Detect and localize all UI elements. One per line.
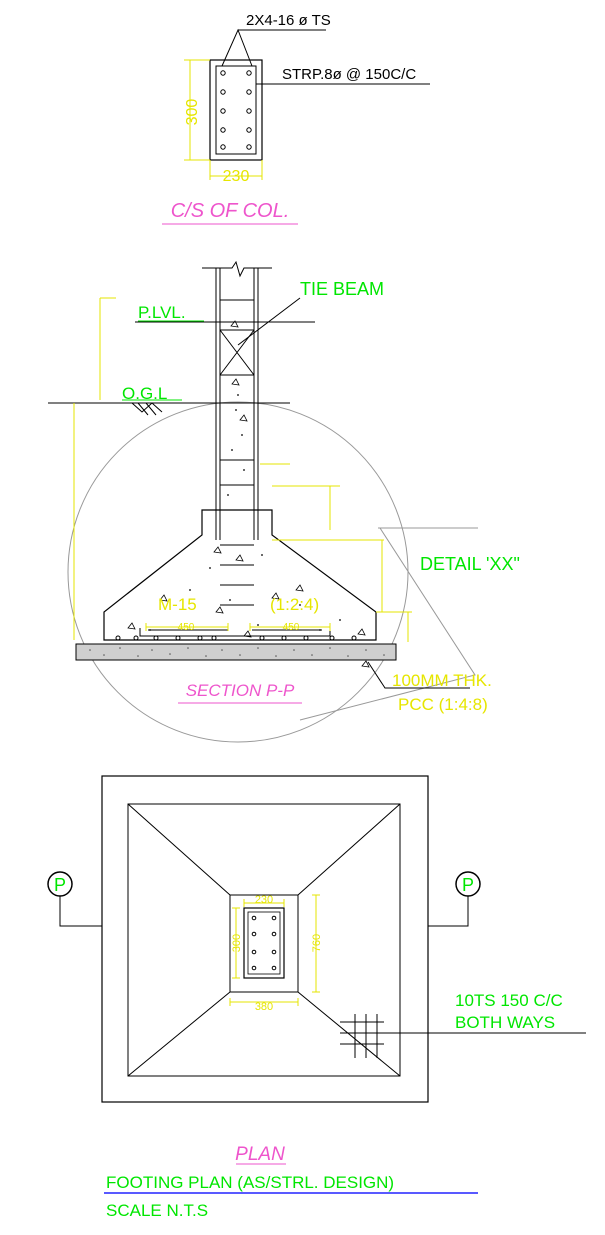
plan-dim-pedestal-width: 380: [255, 1001, 273, 1013]
plan-column-bars: [251, 915, 277, 971]
dim-450-lines: [145, 623, 331, 631]
dim-450-left: 450: [178, 622, 195, 633]
detail-xx-label: DETAIL 'XX": [420, 554, 520, 574]
pcc-leader-line: [367, 661, 470, 689]
plan-dim-pedestal-height: 760: [311, 934, 323, 952]
concrete-aggregate: [127, 320, 366, 638]
footing-plan: 230 300 760 380 10TS 150 C/C BOTH WAYS P…: [47, 775, 586, 1165]
detail-callout-lines: [299, 527, 478, 721]
section-title: SECTION P-P: [186, 681, 295, 700]
plan-dim-lines: [229, 894, 320, 1006]
plan-dim-col-height: 300: [231, 934, 243, 952]
column-dim-height: 300: [184, 99, 201, 126]
concrete-dots: [149, 394, 341, 631]
footing-bottom-rebar: [139, 628, 331, 637]
tie-beam-label: TIE BEAM: [300, 279, 384, 299]
plan-footing: [127, 803, 401, 1077]
section-marker-right-label: P: [462, 875, 474, 895]
footing-section: TIE BEAM P.LVL. O.G.L: [48, 260, 520, 743]
plan-rebar-label-2: BOTH WAYS: [455, 1013, 555, 1032]
plan-column-stirrup: [247, 911, 281, 975]
column-stirrup: [215, 65, 257, 155]
plan-column: [243, 907, 285, 979]
section-marker-right-line: [428, 896, 469, 927]
pcc-aggregate-mark: [361, 660, 370, 668]
ground-level-label: O.G.L: [122, 384, 167, 403]
column-outline: [209, 59, 263, 161]
column-dim-lines: [184, 59, 263, 180]
pcc-bed: [75, 643, 397, 661]
concrete-grade-label: M-15: [158, 595, 197, 614]
column-break-line: [202, 260, 272, 278]
section-marker-left-line: [59, 896, 102, 927]
column-rebars: [220, 70, 252, 150]
plan-slope-lines: [127, 803, 401, 1077]
stirrup-label: STRP.8ø @ 150C/C: [282, 66, 416, 83]
footing-rebar-dots: [115, 635, 357, 641]
column-shaft: [215, 268, 259, 540]
plan-title: PLAN: [235, 1144, 285, 1165]
footer-notes: FOOTING PLAN (AS/STRL. DESIGN) SCALE N.T…: [104, 1173, 478, 1220]
plan-pedestal: [229, 894, 299, 993]
ground-hatch: [131, 402, 163, 416]
footing-outline: [103, 509, 377, 641]
scale-note: SCALE N.T.S: [106, 1201, 208, 1220]
column-cross-section: 2X4-16 ø TS STRP.8ø @ 150C/C 300 230 C/S…: [162, 12, 430, 225]
column-section-title: C/S OF COL.: [171, 200, 290, 222]
tie-beam: [219, 329, 255, 376]
pcc-label-line1: 100MM THK.: [392, 671, 492, 690]
right-dim-lines: [272, 485, 412, 642]
section-marker-left-label: P: [54, 875, 66, 895]
bar-leader-line: [221, 28, 326, 67]
plinth-level-label: P.LVL.: [138, 303, 186, 322]
pcc-label-line2: PCC (1:4:8): [398, 695, 488, 714]
left-dim-lines: [73, 297, 116, 640]
dim-450-right: 450: [283, 622, 300, 633]
column-dim-width: 230: [223, 168, 250, 185]
mix-ratio-label: (1:2:4): [270, 595, 319, 614]
plan-rebar-label-1: 10TS 150 C/C: [455, 991, 563, 1010]
plan-rebar-mark: [340, 1014, 384, 1058]
plan-dim-col-width: 230: [255, 894, 273, 906]
plan-outer-pcc: [101, 775, 429, 1103]
footing-plan-note: FOOTING PLAN (AS/STRL. DESIGN): [106, 1173, 394, 1192]
bar-label: 2X4-16 ø TS: [246, 12, 331, 29]
pcc-speckle: [89, 647, 385, 657]
